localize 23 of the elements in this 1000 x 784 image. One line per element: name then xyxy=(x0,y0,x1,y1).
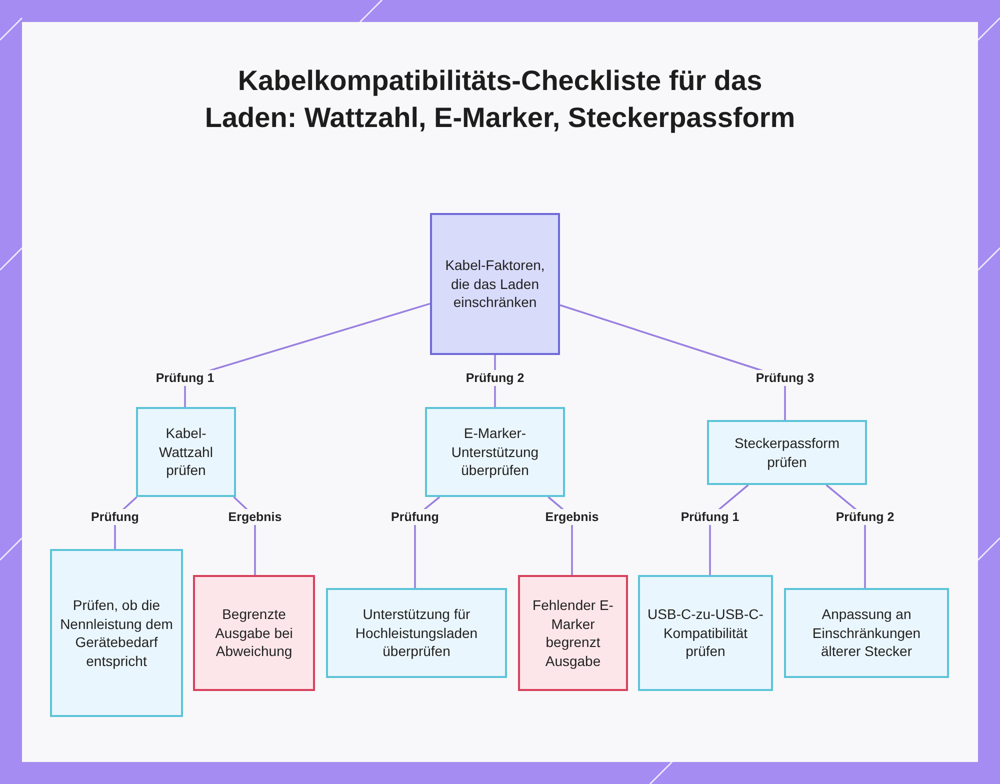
node-text: E-Marker-Unterstützung überprüfen xyxy=(450,424,540,480)
node-text: Unterstützung für Hochleistungsladen überprüfen xyxy=(354,605,479,661)
process-box xyxy=(50,549,183,717)
connector-line xyxy=(184,302,430,407)
process-box xyxy=(707,420,867,485)
node-text: Begrenzte Ausgabe bei Abweichung xyxy=(214,605,294,661)
node-text: Kabel-Faktoren, die das Laden einschränken xyxy=(444,256,546,312)
node-text: Anpassung an Einschränkungen älterer Stecker xyxy=(811,605,922,661)
process-box xyxy=(638,575,773,691)
process-box xyxy=(425,407,565,497)
node-text: Kabel-Wattzahl prüfen xyxy=(158,424,214,480)
connector-line xyxy=(560,304,786,420)
result-box xyxy=(193,575,315,691)
process-box xyxy=(430,213,560,355)
node-text: Fehlender E-Marker begrenzt Ausgabe xyxy=(532,596,614,670)
node-text: Prüfen, ob die Nennleistung dem Gerätebedarf entspricht xyxy=(59,596,174,670)
node-text: USB-C-zu-USB-C-Kompatibilität prüfen xyxy=(646,605,764,661)
diagram-title: Kabelkompatibilitäts-Checkliste für das Laden: Wattzahl, E-Marker, Steckerpassform xyxy=(204,64,796,135)
process-box xyxy=(136,407,236,497)
node-text: Steckerpassform prüfen xyxy=(733,434,841,471)
process-box xyxy=(784,588,949,678)
process-box xyxy=(326,588,507,678)
result-box xyxy=(518,575,628,691)
